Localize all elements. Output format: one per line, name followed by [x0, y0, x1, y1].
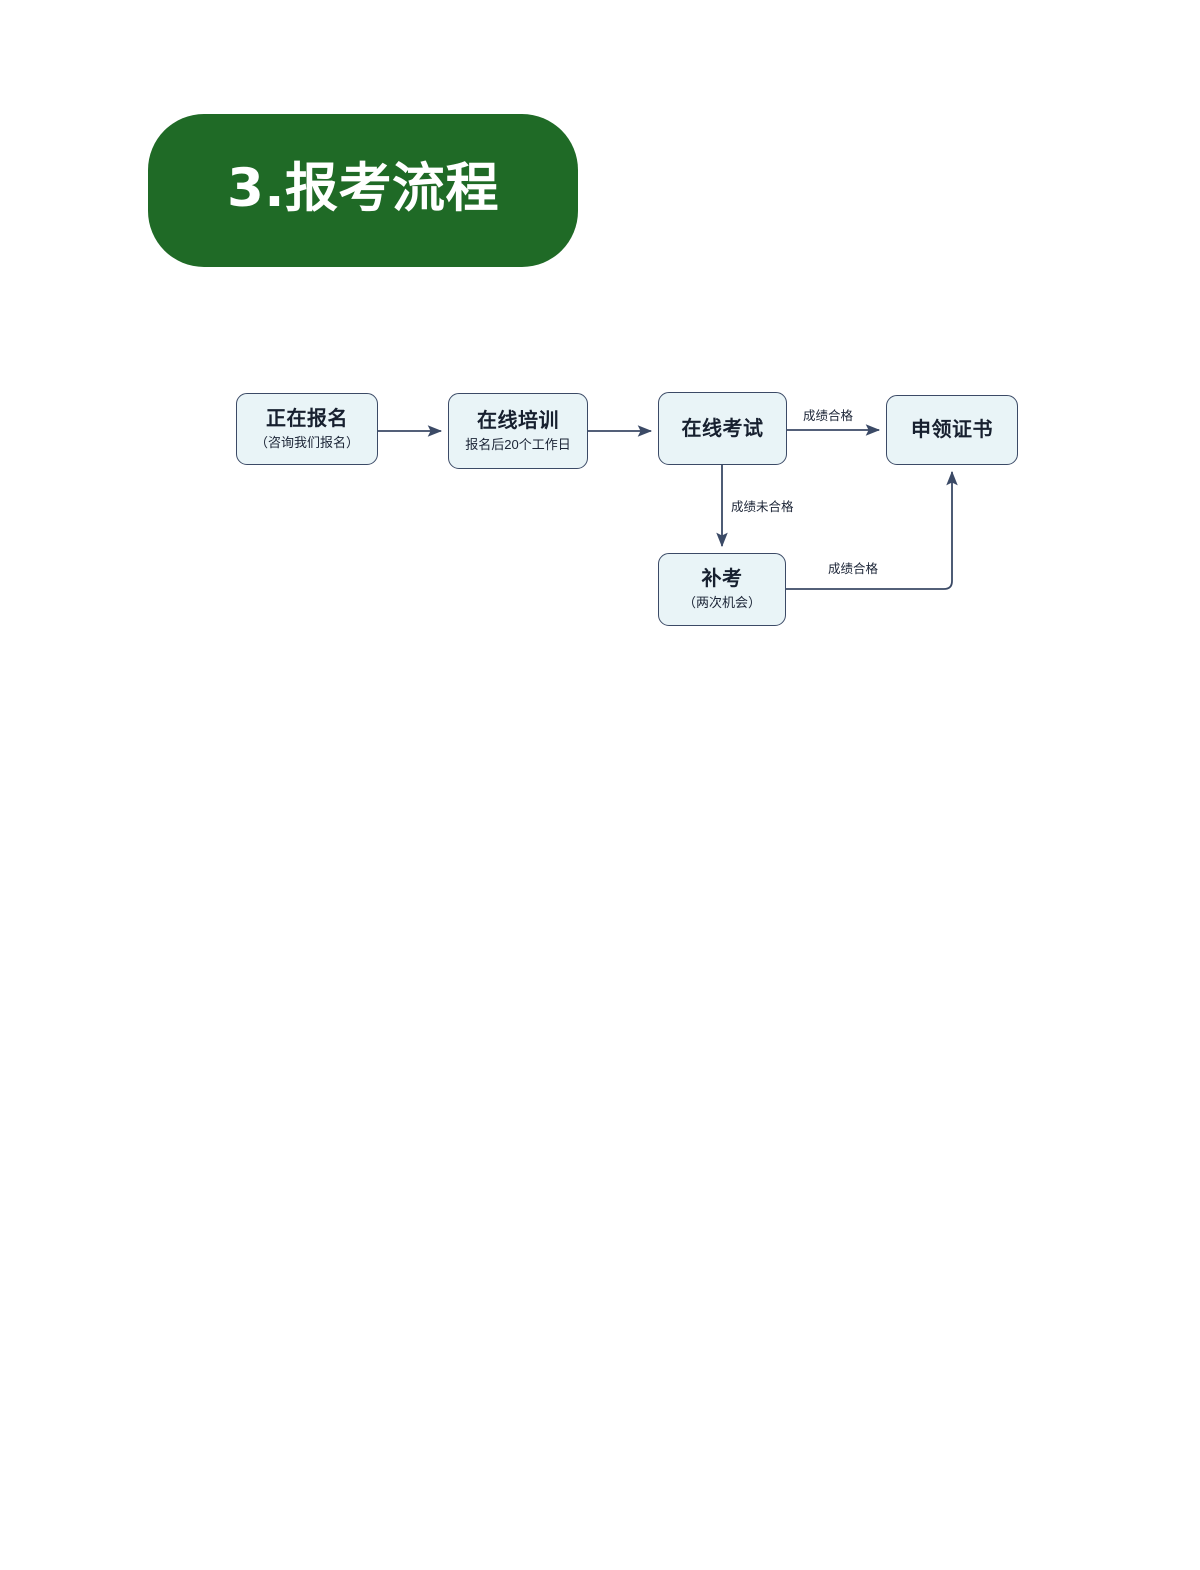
flow-node-online-exam[interactable]: 在线考试 [658, 392, 787, 465]
flow-node-title: 在线培训 [477, 409, 559, 432]
page-title: 3.报考流程 [226, 158, 499, 219]
edge-label-retake-to-certificate: 成绩合格 [828, 562, 879, 576]
flow-node-title: 补考 [701, 568, 743, 590]
flow-node-online-training[interactable]: 在线培训 报名后20个工作日 [448, 393, 588, 469]
edge-label-exam-to-certificate: 成绩合格 [803, 409, 854, 423]
edge-label-exam-to-retake: 成绩未合格 [731, 500, 794, 514]
flow-node-subtitle: （两次机会） [682, 595, 761, 610]
flow-node-registering[interactable]: 正在报名 （咨询我们报名） [236, 393, 378, 465]
flow-node-retake-exam[interactable]: 补考 （两次机会） [658, 553, 786, 626]
section-header-badge: 3.报考流程 [148, 114, 578, 267]
flow-node-title: 在线考试 [681, 417, 764, 440]
flow-node-subtitle: （咨询我们报名） [254, 434, 359, 450]
flow-node-title: 正在报名 [266, 407, 348, 430]
flow-node-title: 申领证书 [911, 419, 993, 441]
flow-node-apply-certificate[interactable]: 申领证书 [886, 395, 1018, 465]
flow-node-subtitle: 报名后20个工作日 [465, 436, 571, 452]
